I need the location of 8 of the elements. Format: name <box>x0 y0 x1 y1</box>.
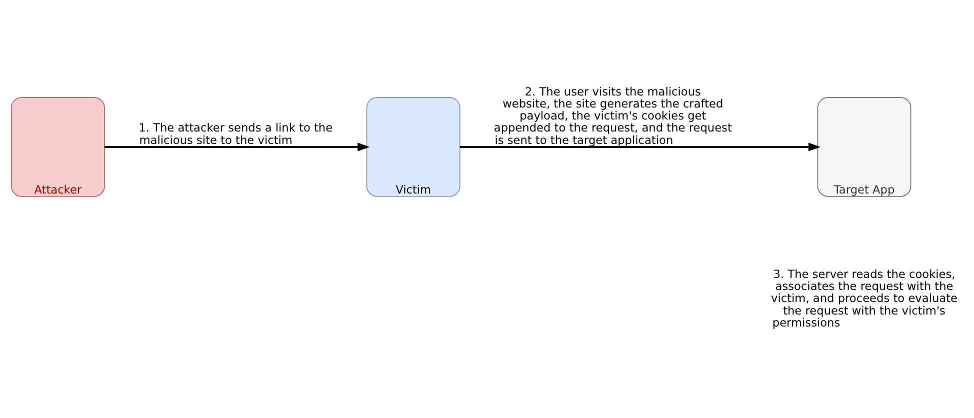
edge-label: 1. The attacker sends a link to the malicious site to the victim <box>138 120 333 146</box>
arrow <box>460 142 821 151</box>
node-box: Attacker <box>10 96 105 196</box>
arrow <box>104 142 370 151</box>
node-box: Target App <box>817 96 912 196</box>
node-box: Victim <box>366 96 460 196</box>
edge-label: 2. The user visits the malicious website, the site generates the crafted payload, the victim's cookies get appended to the request, and the request is sent to the target application <box>494 84 732 146</box>
label: 3. The server reads the cookies, associates the request with the victim, and proceeds to evaluate the request with the victim's permissions <box>771 266 958 329</box>
